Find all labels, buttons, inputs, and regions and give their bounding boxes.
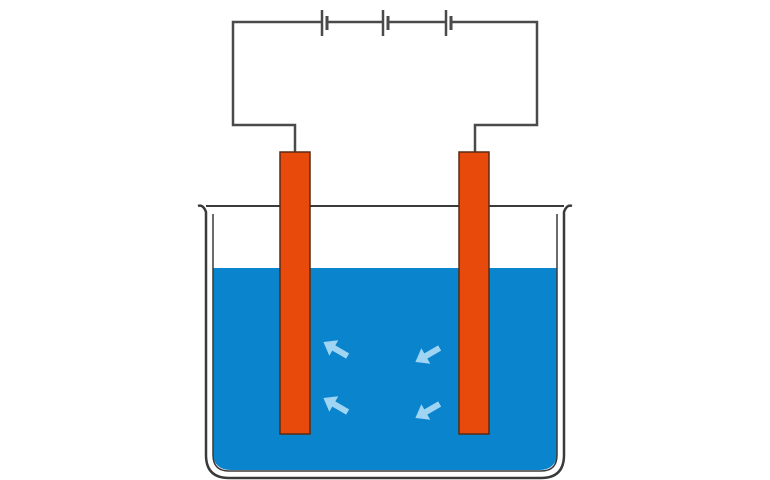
right-electrode bbox=[458, 151, 490, 435]
ion-arrow-2 bbox=[415, 345, 442, 364]
circuit-wire bbox=[231, 20, 322, 152]
beaker-inner-wall bbox=[212, 214, 558, 472]
left-electrode bbox=[279, 151, 311, 435]
ion-arrow-4 bbox=[415, 401, 442, 420]
ion-arrow-3 bbox=[323, 396, 350, 415]
electrolyte-solution bbox=[213, 268, 557, 470]
ion-arrow-1 bbox=[323, 340, 350, 359]
circuit-wire-right bbox=[452, 20, 539, 152]
battery bbox=[320, 10, 453, 36]
beaker-outer-wall bbox=[197, 204, 573, 480]
